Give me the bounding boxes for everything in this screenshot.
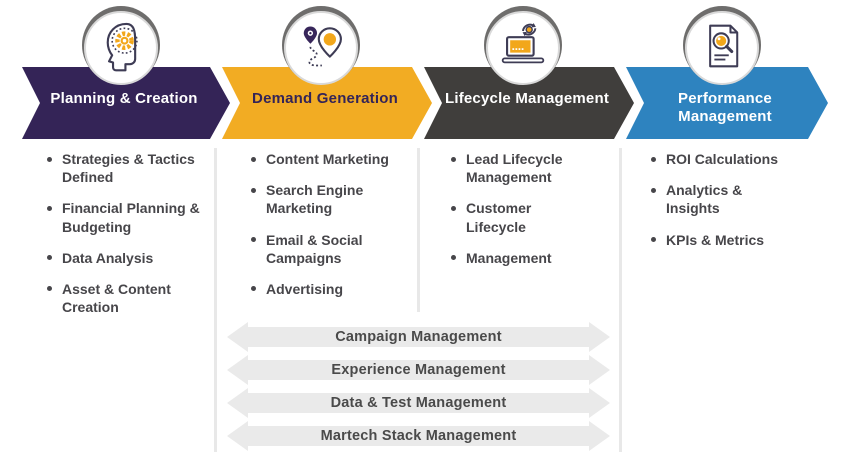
list-item: Financial Planning & Budgeting xyxy=(46,199,202,235)
stage-banner-lifecycle-management: Lifecycle Management xyxy=(424,67,634,139)
list-item: Strategies & Tactics Defined xyxy=(46,150,202,186)
laptop-sync-icon xyxy=(500,19,546,78)
stage-icon-circle xyxy=(284,11,358,85)
stage-icon-circle xyxy=(84,11,158,85)
stage-icon-circle xyxy=(685,11,759,85)
lifecycle-management-list: Lead Lifecycle Management Customer Lifec… xyxy=(450,150,564,280)
stage-label-demand-generation: Demand Generation xyxy=(252,90,398,107)
report-magnifier-icon xyxy=(700,19,744,78)
list-item: Asset & Content Creation xyxy=(46,280,202,316)
stage-icon-circle xyxy=(486,11,560,85)
list-item: Analytics & Insights xyxy=(650,181,782,217)
list-item: Advertising xyxy=(250,280,400,298)
data-test-management-bar: Data & Test Management xyxy=(227,388,610,418)
list-item: KPIs & Metrics xyxy=(650,231,782,249)
planning-creation-list: Strategies & Tactics Defined Financial P… xyxy=(46,150,202,329)
list-item: Content Marketing xyxy=(250,150,400,168)
list-item: Management xyxy=(450,249,564,267)
journey-pins-icon xyxy=(298,19,344,78)
list-item: Search Engine Marketing xyxy=(250,181,400,217)
experience-management-label: Experience Management xyxy=(331,362,506,378)
list-item: Email & Social Campaigns xyxy=(250,231,400,267)
stage-label-planning-creation: Planning & Creation xyxy=(50,90,198,107)
brain-gear-icon xyxy=(98,19,144,78)
list-item: ROI Calculations xyxy=(650,150,782,168)
martech-stack-management-bar: Martech Stack Management xyxy=(227,421,610,451)
demand-generation-list: Content Marketing Search Engine Marketin… xyxy=(250,150,400,311)
stage-label-performance-management: Performance Management xyxy=(678,90,772,126)
campaign-management-label: Campaign Management xyxy=(335,329,502,345)
divider-col2-col3 xyxy=(417,148,420,312)
martech-stack-management-label: Martech Stack Management xyxy=(320,428,517,444)
list-item: Customer Lifecycle xyxy=(450,199,564,235)
experience-management-bar: Experience Management xyxy=(227,355,610,385)
stage-banner-performance-management: Performance Management xyxy=(626,67,828,139)
list-item: Lead Lifecycle Management xyxy=(450,150,564,186)
campaign-management-bar: Campaign Management xyxy=(227,322,610,352)
performance-management-list: ROI Calculations Analytics & Insights KP… xyxy=(650,150,782,262)
data-test-management-label: Data & Test Management xyxy=(330,395,507,411)
divider-col1-col2 xyxy=(214,148,217,452)
list-item: Data Analysis xyxy=(46,249,202,267)
stage-label-lifecycle-management: Lifecycle Management xyxy=(444,90,610,107)
divider-col3-col4 xyxy=(619,148,622,452)
